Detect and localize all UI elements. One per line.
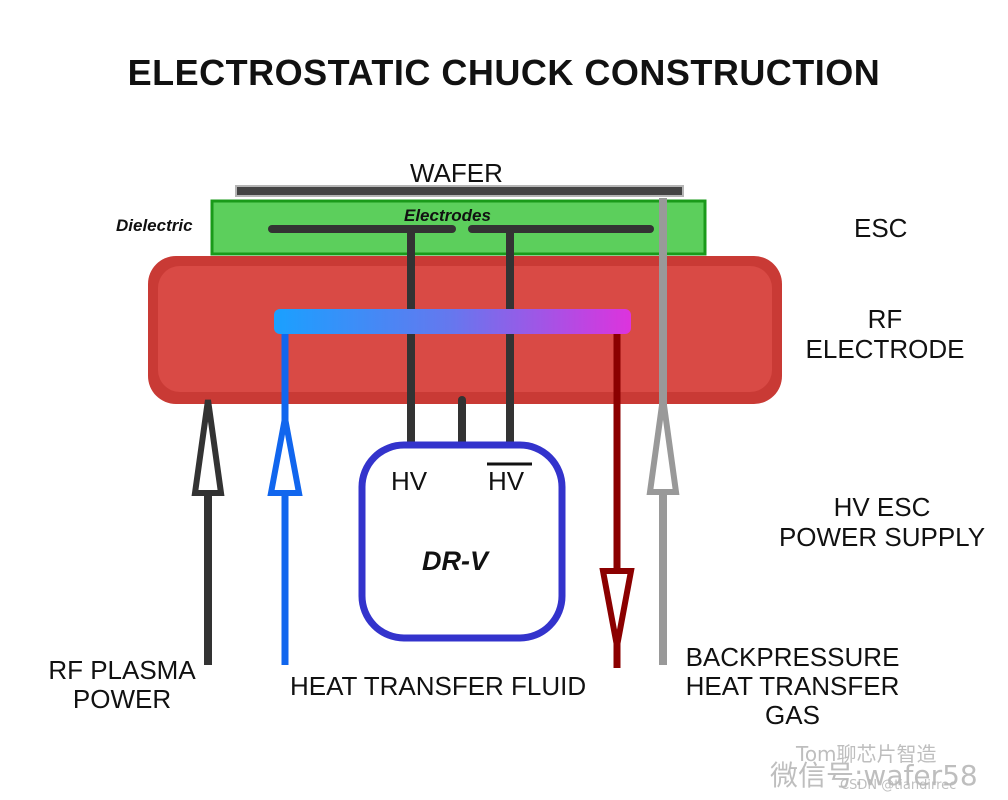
backpressure-label-line3: GAS	[765, 700, 820, 730]
esc-label: ESC	[854, 213, 908, 243]
dielectric-label: Dielectric	[116, 216, 193, 235]
backpressure-label-line2: HEAT TRANSFER	[685, 671, 900, 701]
watermark-line3: CSDN @tiandirrec	[840, 778, 957, 793]
wafer-plate	[235, 185, 684, 197]
wafer-label: WAFER	[410, 158, 503, 188]
backpressure-label-line1: BACKPRESSURE	[685, 642, 900, 672]
heat-transfer-fluid-label: HEAT TRANSFER FLUID	[290, 671, 587, 701]
rf-plasma-label-line1: RF PLASMA	[48, 655, 196, 685]
rf-power-arrow	[191, 399, 225, 496]
fluid-in-arrow	[267, 417, 303, 496]
power-supply-name: DR-V	[422, 546, 488, 576]
hv-esc-label: HV ESC POWER SUPPLY	[764, 492, 1000, 552]
hv-esc-label-line1: HV ESC	[833, 492, 931, 522]
gas-arrow	[646, 397, 680, 495]
hv-terminal-right: HV	[488, 466, 525, 496]
rf-electrode-label-line2: ELECTRODE	[805, 334, 965, 364]
fluid-channel	[274, 309, 631, 334]
backpressure-label: BACKPRESSURE HEAT TRANSFER GAS	[670, 643, 915, 730]
rf-electrode-label-line1: RF	[867, 304, 903, 334]
watermark-line1: Tom聊芯片智造	[796, 742, 937, 766]
hv-esc-label-line2: POWER SUPPLY	[778, 522, 986, 552]
hv-terminal-left: HV	[391, 466, 428, 496]
watermark-line2: 微信号:wafer58	[770, 759, 978, 792]
page-title: ELECTROSTATIC CHUCK CONSTRUCTION	[127, 52, 881, 93]
hv-power-supply-box	[358, 441, 566, 642]
fluid-out-arrow	[599, 568, 635, 647]
rf-electrode-label: RF ELECTRODE	[790, 304, 980, 364]
electrodes-label: Electrodes	[404, 206, 491, 225]
rf-plasma-label: RF PLASMA POWER	[22, 656, 222, 714]
rf-plasma-label-line2: POWER	[72, 684, 172, 714]
